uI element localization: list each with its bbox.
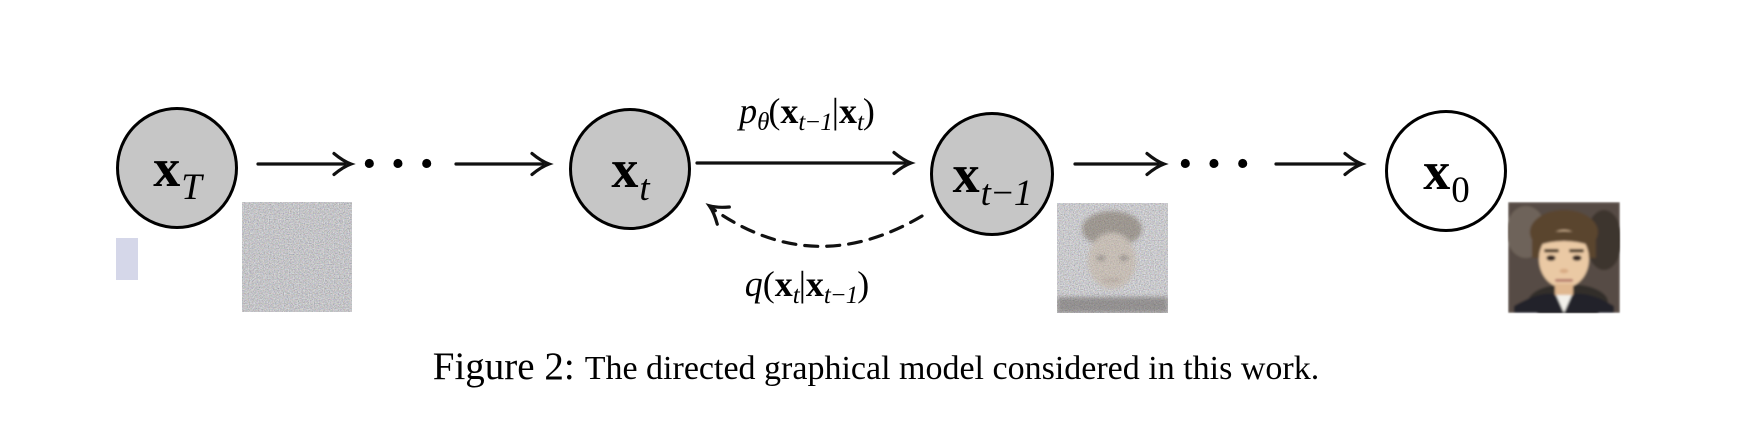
node-x0: x0 (1385, 110, 1507, 232)
ellipsis-right: ··· (1176, 133, 1263, 195)
edge-label-p: pθ(xt−1|xt) (739, 91, 875, 136)
figure-caption: Figure 2:The directed graphical model co… (0, 344, 1752, 389)
faint-face-overlay (1057, 211, 1168, 313)
node-xT: xT (116, 107, 238, 229)
node-xt-1: xt−1 (930, 112, 1054, 236)
noise-image (242, 202, 352, 312)
node-xt: xt (569, 108, 691, 230)
node-x0-label: x0 (1423, 141, 1469, 211)
face-image (1506, 202, 1622, 320)
figure-caption-label: Figure 2: (432, 345, 575, 388)
arrow-ellipsis-to-xt (454, 151, 554, 177)
selection-artifact (116, 238, 138, 280)
arrow-q-xt-1-to-xt (705, 203, 924, 248)
arrow-xT-to-ellipsis (256, 151, 356, 177)
node-xT-label: xT (153, 138, 202, 208)
node-xt-label: xt (611, 139, 649, 209)
figure-caption-text: The directed graphical model considered … (584, 350, 1320, 387)
arrow-xt-1-to-ellipsis (1073, 151, 1169, 177)
edge-label-q: q(xt|xt−1) (744, 264, 870, 309)
ellipsis-left: ··· (360, 133, 447, 195)
noisy-face-image (1057, 203, 1168, 313)
node-xt-1-label: xt−1 (952, 144, 1033, 214)
arrow-p-xt-to-xt-1 (695, 150, 916, 176)
arrow-ellipsis-to-x0 (1274, 151, 1367, 177)
